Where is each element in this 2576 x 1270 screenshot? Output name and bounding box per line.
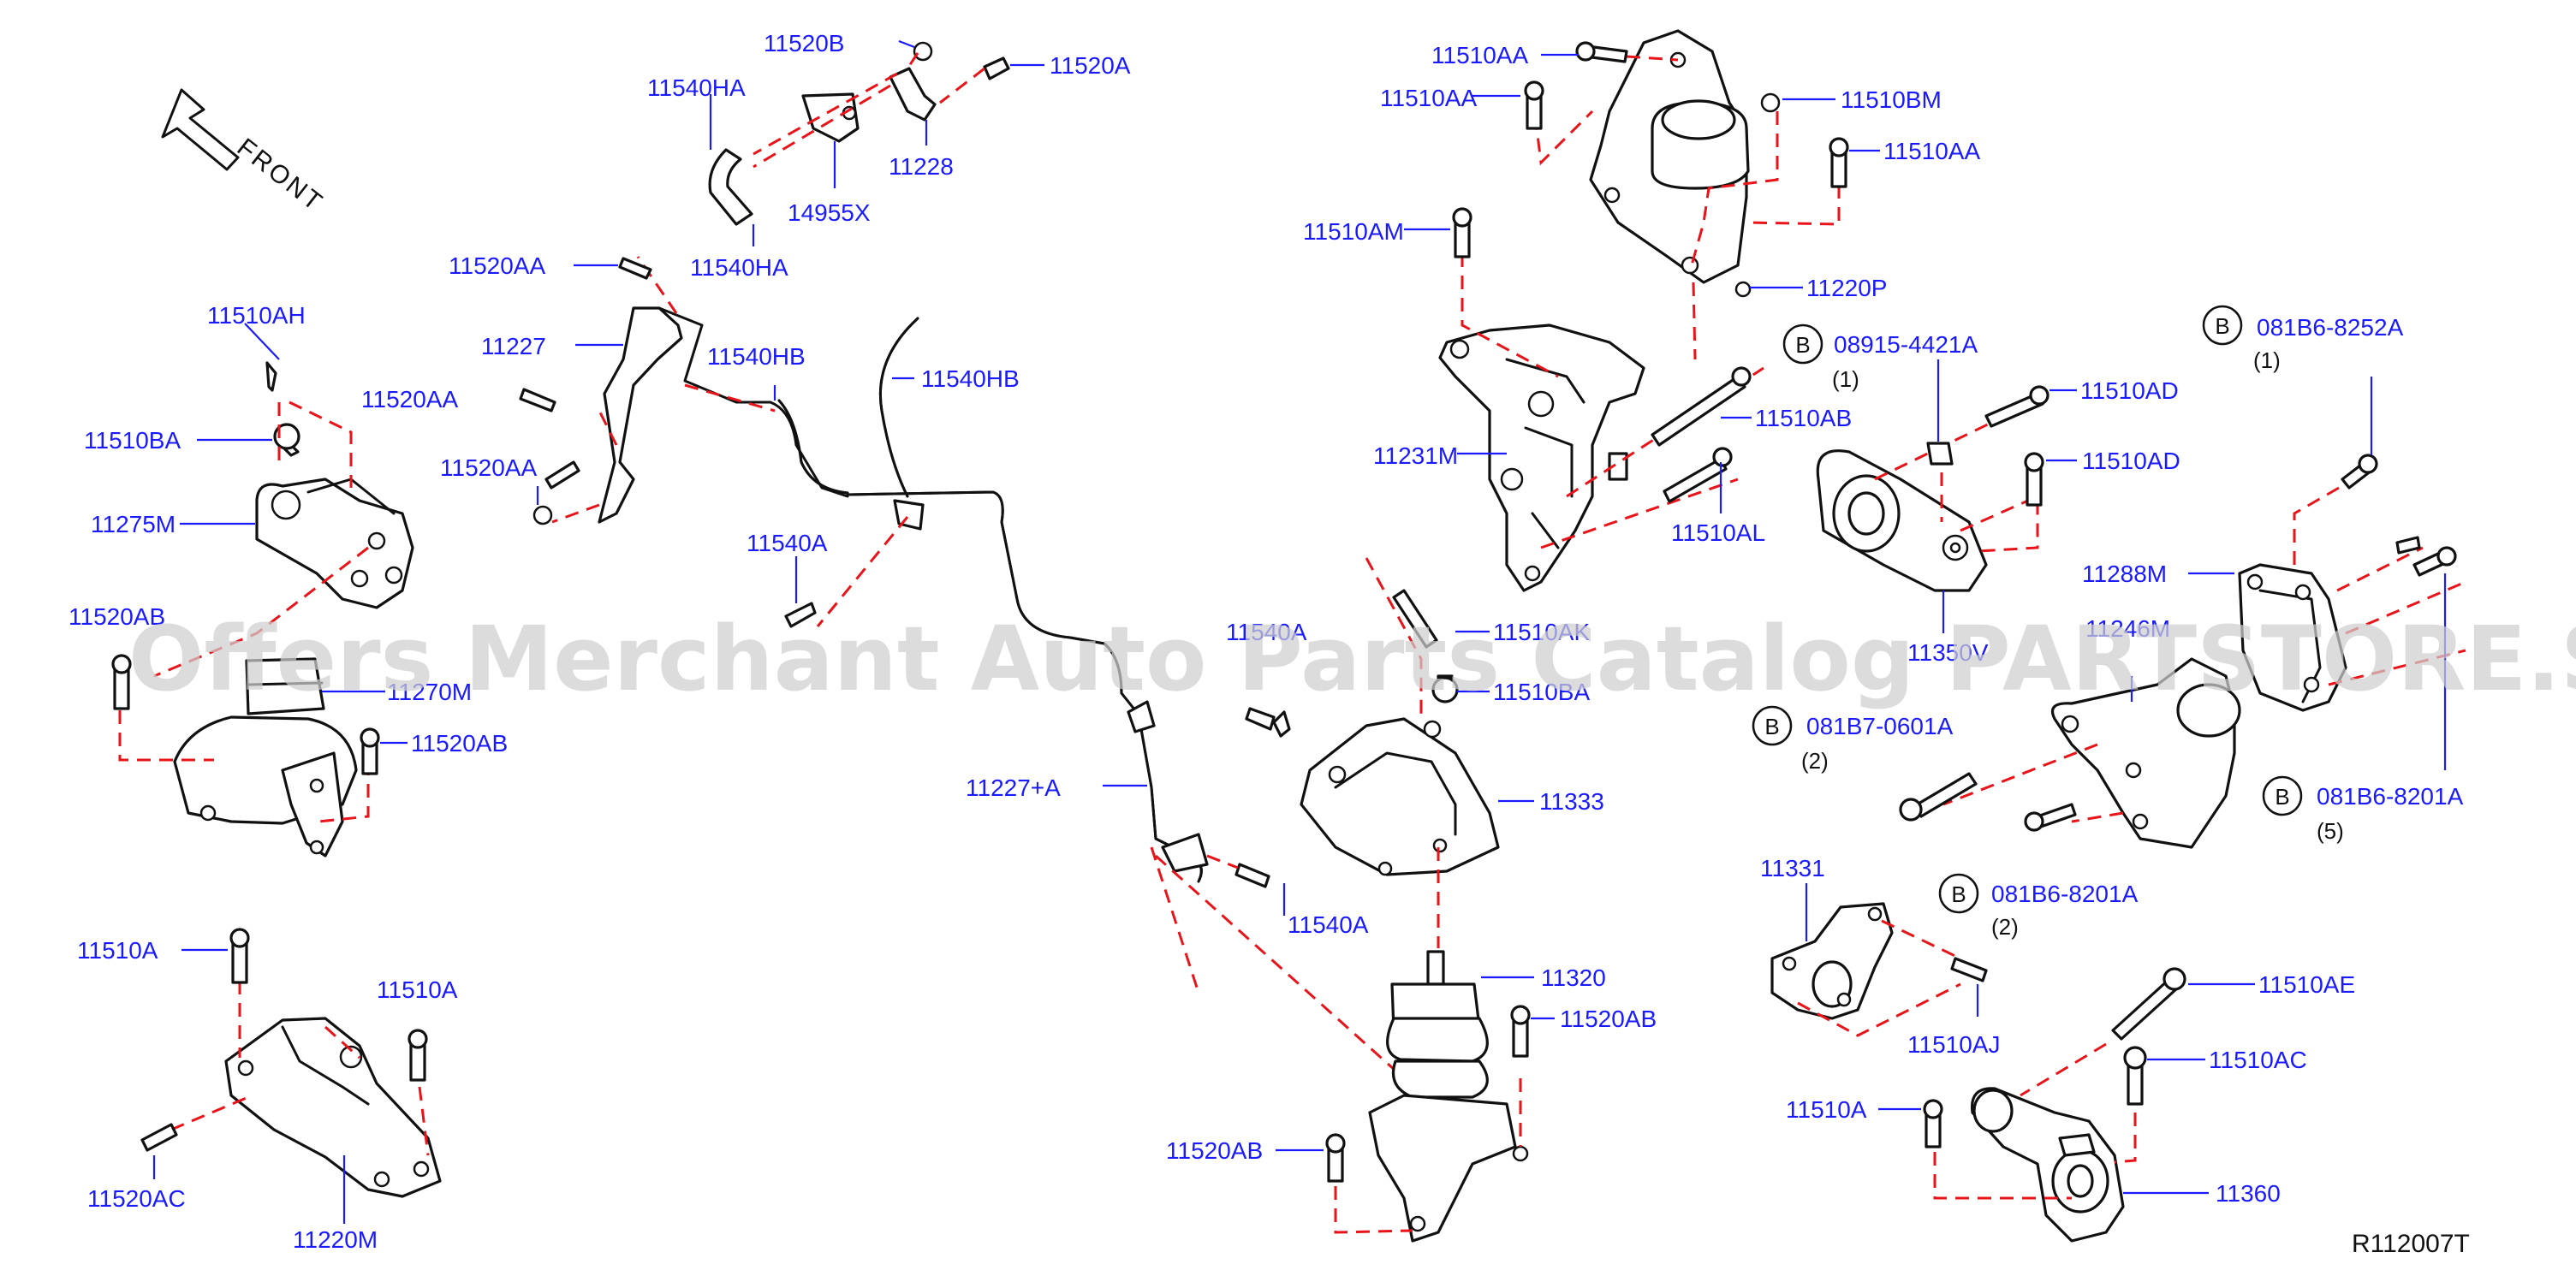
label-11270M: 11270M bbox=[387, 679, 472, 705]
insulator-11246M bbox=[1942, 657, 2241, 849]
bracket-11333 bbox=[1300, 557, 1500, 948]
label-11510AD-2: 11510AD bbox=[2082, 448, 2180, 474]
label-11510AL: 11510AL bbox=[1671, 519, 1765, 546]
bolt-mark-b-4: B bbox=[1764, 714, 1779, 739]
label-11333: 11333 bbox=[1539, 788, 1604, 815]
bracket-11331 bbox=[1770, 902, 1961, 1037]
diagram-ref: R112007T bbox=[2352, 1230, 2470, 1258]
label-081B6-8201A-right: 081B6-8201A bbox=[2317, 783, 2464, 810]
label-11275M: 11275M bbox=[91, 511, 176, 537]
label-11510AA-1: 11510AA bbox=[1431, 42, 1528, 68]
watermark: Offers Merchant Auto Parts Catalog PARTS… bbox=[128, 607, 2576, 711]
label-11220M: 11220M bbox=[293, 1226, 378, 1253]
label-11510AK: 11510AK bbox=[1493, 619, 1590, 645]
label-11510A-2: 11510A bbox=[377, 976, 458, 1003]
label-11510AA-3: 11510AA bbox=[1883, 138, 1980, 164]
bolt-mark-b-3: B bbox=[2275, 784, 2289, 810]
label-14955X: 14955X bbox=[788, 199, 871, 226]
label-11540HB-1: 11540HB bbox=[707, 343, 806, 370]
mount-11360 bbox=[1933, 1042, 2137, 1243]
label-081B6-8252A: 081B6-8252A bbox=[2257, 314, 2404, 341]
front-direction-arrow: FRONT bbox=[161, 88, 330, 218]
mount-11220P bbox=[1531, 29, 1841, 360]
label-11510AB: 11510AB bbox=[1755, 405, 1852, 431]
label-11350V: 11350V bbox=[1907, 639, 1989, 666]
label-11510AC: 11510AC bbox=[2209, 1047, 2307, 1073]
qty-081B6-8201A-right: (5) bbox=[2317, 818, 2344, 844]
qty-08915-4421A: (1) bbox=[1832, 366, 1859, 392]
label-081B7-0601A: 081B7-0601A bbox=[1806, 713, 1954, 739]
label-11510AJ: 11510AJ bbox=[1907, 1031, 2000, 1058]
bracket-11231M bbox=[1438, 231, 1764, 592]
label-11331: 11331 bbox=[1760, 855, 1825, 881]
label-11520AC: 11520AC bbox=[87, 1185, 186, 1212]
label-081B6-8201A-mid: 081B6-8201A bbox=[1991, 881, 2139, 907]
label-11520AB-2: 11520AB bbox=[411, 730, 508, 757]
label-11510BA-left: 11510BA bbox=[84, 427, 181, 454]
label-11520AB-4: 11520AB bbox=[1166, 1137, 1263, 1164]
label-11520AA-3: 11520AA bbox=[440, 454, 537, 481]
bolt-mark-b-1: B bbox=[1795, 332, 1810, 358]
label-11540HB-2: 11540HB bbox=[921, 365, 1020, 392]
front-label: FRONT bbox=[232, 134, 330, 218]
bracket-11227 bbox=[551, 256, 849, 524]
qty-081B7-0601A: (2) bbox=[1801, 748, 1829, 774]
label-11540A-3: 11540A bbox=[1288, 911, 1369, 938]
label-11288M: 11288M bbox=[2082, 561, 2167, 587]
qty-081B6-8201A-mid: (2) bbox=[1991, 914, 2019, 940]
torque-rod-11350V bbox=[1816, 418, 2039, 592]
label-11320: 11320 bbox=[1541, 964, 1606, 991]
label-11510A-3: 11510A bbox=[1786, 1096, 1867, 1123]
label-11227A: 11227+A bbox=[966, 774, 1061, 801]
label-11510A-1: 11510A bbox=[77, 937, 158, 964]
hose-11540HB bbox=[777, 317, 919, 498]
label-11540HA-bottom: 11540HA bbox=[690, 254, 788, 281]
label-11510AA-2: 11510AA bbox=[1380, 85, 1477, 111]
label-11510BA-mid: 11510BA bbox=[1493, 679, 1590, 705]
mount-bracket-11275M bbox=[153, 361, 414, 678]
engine-mount-11320 bbox=[1334, 950, 1529, 1243]
sensor-bracket-group bbox=[708, 41, 1010, 226]
bolt-mark-b-5: B bbox=[1951, 881, 1966, 907]
label-11520A: 11520A bbox=[1050, 52, 1131, 79]
label-11540HA-top: 11540HA bbox=[647, 74, 746, 101]
label-11520B: 11520B bbox=[764, 30, 844, 56]
label-11231M: 11231M bbox=[1373, 442, 1458, 469]
label-11520AA-1: 11520AA bbox=[449, 252, 545, 279]
label-11360: 11360 bbox=[2216, 1180, 2281, 1207]
label-11220P: 11220P bbox=[1806, 275, 1887, 301]
label-11520AB-1: 11520AB bbox=[68, 603, 165, 630]
label-11540A-2: 11540A bbox=[1226, 619, 1307, 645]
mount-bracket-11288M bbox=[2238, 536, 2466, 712]
qty-081B6-8252A: (1) bbox=[2253, 347, 2281, 373]
label-11520AA-2: 11520AA bbox=[361, 386, 458, 412]
label-11540A-1: 11540A bbox=[747, 530, 828, 556]
label-11510AD-1: 11510AD bbox=[2080, 377, 2179, 404]
bolt-mark-b-2: B bbox=[2215, 313, 2229, 339]
engine-mount-11270M bbox=[118, 657, 370, 858]
mount-11220M bbox=[170, 958, 442, 1198]
label-11227: 11227 bbox=[481, 333, 546, 359]
label-11520AB-3: 11520AB bbox=[1560, 1006, 1657, 1032]
label-11510AE: 11510AE bbox=[2258, 971, 2355, 998]
label-11510BM: 11510BM bbox=[1841, 86, 1942, 113]
label-11228: 11228 bbox=[889, 153, 954, 180]
label-11510AH: 11510AH bbox=[207, 302, 306, 329]
label-11510AM: 11510AM bbox=[1303, 218, 1404, 245]
label-11246M: 11246M bbox=[2085, 615, 2170, 642]
label-08915-4421A: 08915-4421A bbox=[1834, 331, 1978, 358]
